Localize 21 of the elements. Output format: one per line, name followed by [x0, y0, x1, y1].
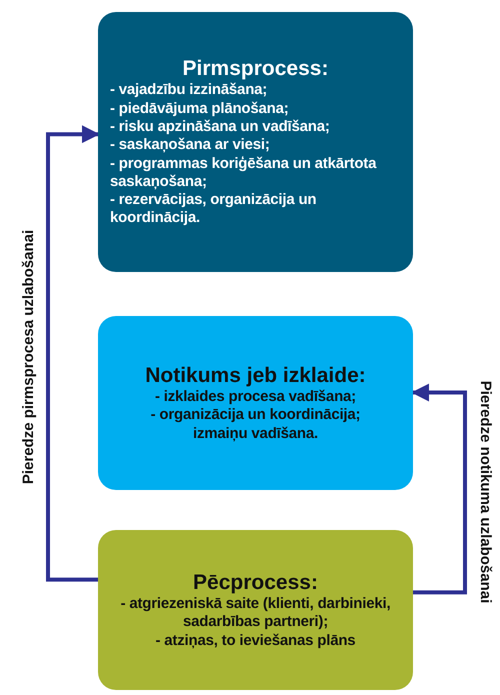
list-item: - vajadzību izzināšana;	[110, 81, 268, 100]
list-item: - piedāvājuma plānošana;	[110, 100, 289, 118]
feedback-arrow	[46, 125, 100, 582]
list-item: - rezervācijas, organizācija un koordinācija.	[110, 191, 318, 228]
edge-label: Pieredze pirmsprocesa uzlabošanai	[20, 230, 37, 484]
process-box	[98, 12, 413, 272]
list-item: - programmas koriģēšana un atkārtota saskaņošana;	[110, 154, 378, 192]
list-item: - organizācija un koordinācija;	[150, 406, 360, 425]
feedback-arrow	[411, 384, 467, 594]
list-item: - atziņas, to ieviešanas plāns	[156, 632, 356, 650]
process-box	[98, 530, 413, 690]
list-item: izmaiņu vadīšana.	[193, 424, 318, 444]
box-heading: Notikums jeb izklaide:	[145, 362, 366, 388]
list-item: - saskaņošana ar viesi;	[110, 136, 270, 155]
list-item: - atgriezeniskā saite (klienti, darbinieki, sadarbības partneri);	[120, 595, 392, 632]
edge-label: Pieredze notikuma uzlabošanai	[477, 381, 494, 604]
list-item: - izklaides procesa vadīšana;	[155, 388, 356, 406]
process-box	[98, 316, 413, 490]
box-heading: Pēcprocess:	[193, 570, 318, 596]
box-heading: Pirmsprocess:	[182, 56, 328, 82]
list-item: - risku apzināšana un vadīšana;	[110, 118, 330, 136]
